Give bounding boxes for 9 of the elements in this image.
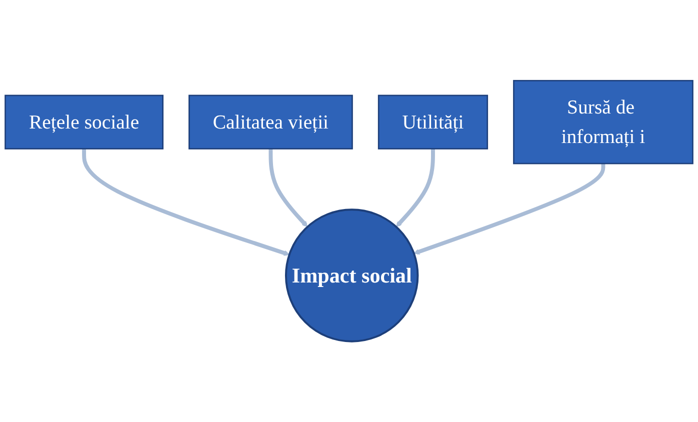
node-circle: Impact social xyxy=(284,208,419,342)
arrow xyxy=(414,164,606,255)
node-box: Sursă de informați i xyxy=(513,80,694,164)
arrow xyxy=(82,148,290,256)
arrow xyxy=(396,148,435,228)
node-box: Rețele sociale xyxy=(4,94,164,150)
node-box: Utilități xyxy=(378,94,488,150)
node-box: Calitatea vieții xyxy=(188,94,353,150)
arrow xyxy=(268,148,308,228)
